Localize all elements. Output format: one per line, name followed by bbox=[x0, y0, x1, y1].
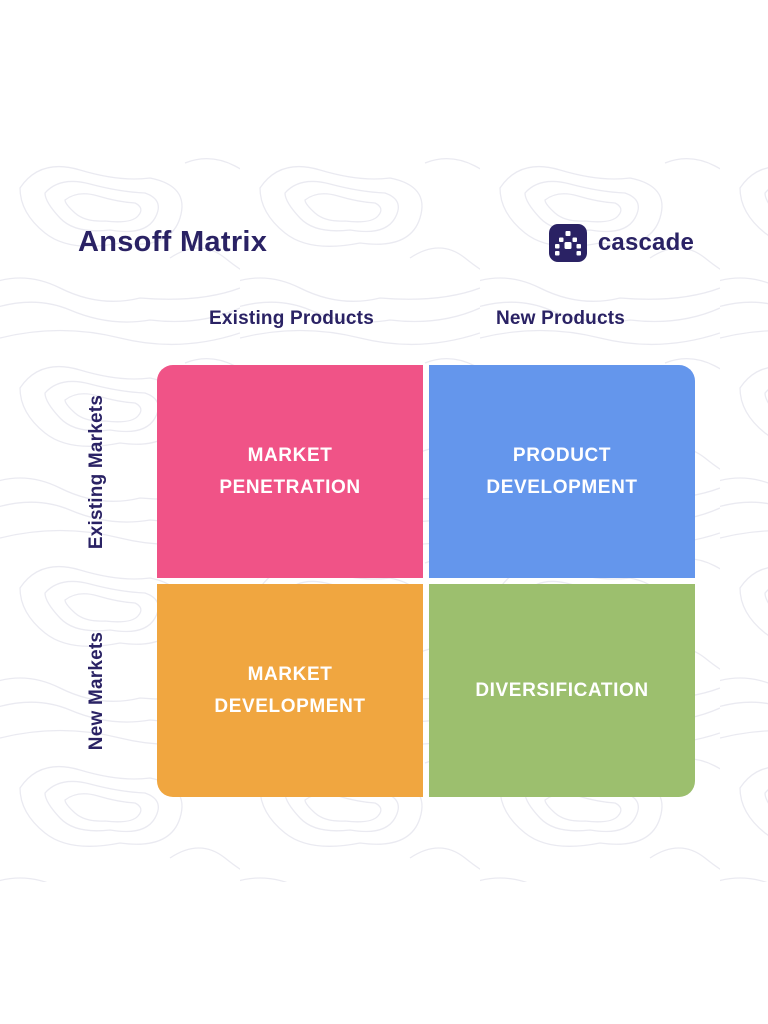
matrix-grid: MARKET PENETRATION PRODUCT DEVELOPMENT M… bbox=[157, 365, 695, 797]
brand-name: cascade bbox=[597, 229, 694, 256]
quadrant-label: MARKET DEVELOPMENT bbox=[214, 664, 366, 717]
cascade-pixel-a-icon bbox=[548, 224, 587, 262]
row-label-existing-markets: Existing Markets bbox=[86, 394, 107, 550]
page-title: Ansoff Matrix bbox=[78, 226, 268, 258]
quadrant-market-development: MARKET DEVELOPMENT bbox=[157, 584, 423, 797]
quadrant-label: DIVERSIFICATION bbox=[475, 679, 649, 701]
quadrant-product-development: PRODUCT DEVELOPMENT bbox=[429, 365, 695, 578]
quadrant-label: PRODUCT DEVELOPMENT bbox=[486, 445, 638, 498]
quadrant-label: MARKET PENETRATION bbox=[219, 445, 361, 498]
quadrant-diversification: DIVERSIFICATION bbox=[429, 584, 695, 797]
quadrant-market-penetration: MARKET PENETRATION bbox=[157, 365, 423, 578]
brand-logo: cascade bbox=[548, 224, 694, 262]
column-header-new-products: New Products bbox=[495, 308, 626, 329]
column-headers: Existing Products New Products bbox=[157, 308, 695, 330]
row-label-new-markets: New Markets bbox=[86, 631, 107, 751]
column-header-existing-products: Existing Products bbox=[209, 308, 374, 329]
